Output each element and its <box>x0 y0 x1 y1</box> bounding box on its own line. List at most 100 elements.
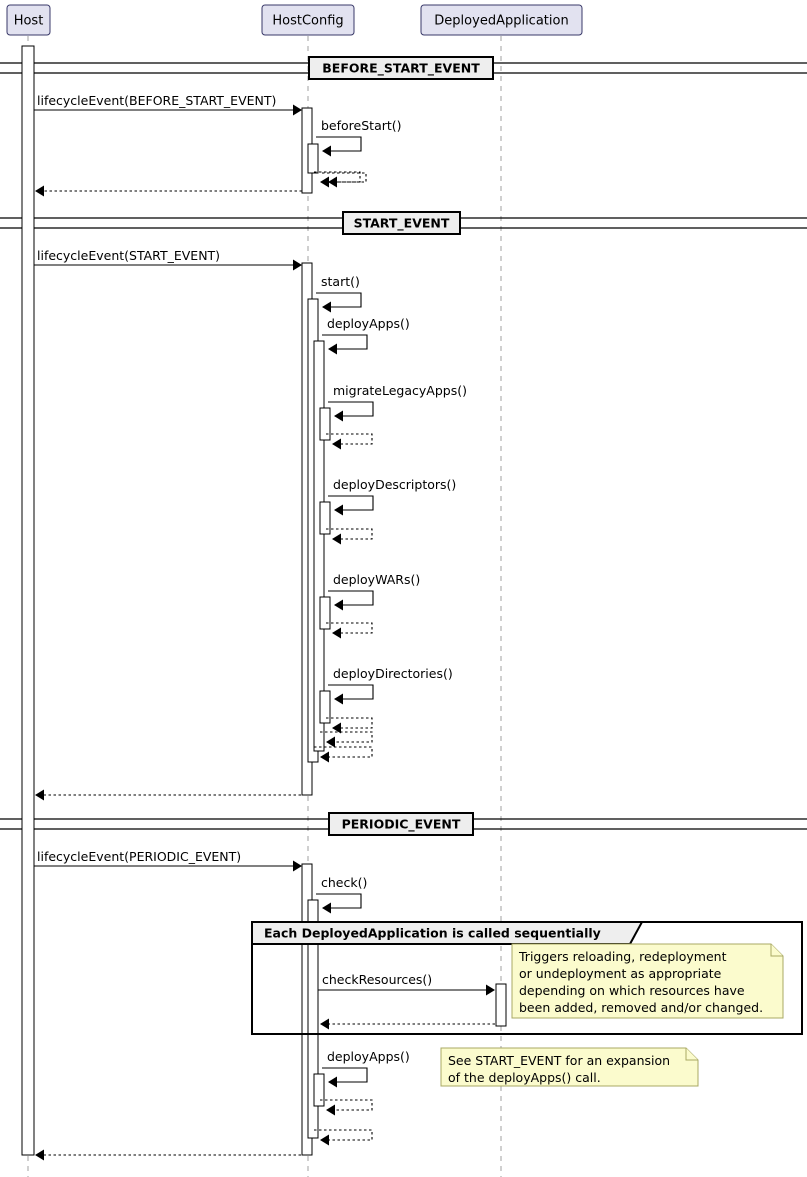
participant-host[interactable]: Host <box>6 4 51 36</box>
message-periodic-final-return <box>35 1149 301 1161</box>
participant-label: HostConfig <box>272 14 343 29</box>
group-tab-label: Each DeployedApplication is called seque… <box>264 926 601 941</box>
arrowhead <box>334 693 343 705</box>
message-label: lifecycleEvent(PERIODIC_EVENT) <box>37 849 241 864</box>
participant-hostconfig[interactable]: HostConfig <box>261 4 355 36</box>
nested-return-path <box>326 622 373 634</box>
note-line: or undeployment as appropriate <box>519 966 722 981</box>
participant-box[interactable] <box>6 4 51 36</box>
activation-bar-host <box>21 45 35 1156</box>
divider-label: PERIODIC_EVENT <box>342 817 461 833</box>
arrowhead <box>293 104 302 116</box>
nested-return-5 <box>320 731 373 748</box>
arrowhead <box>334 504 343 516</box>
arrowhead <box>322 301 331 313</box>
activation-bar-hostconfig <box>307 899 319 1139</box>
message-label: beforeStart() <box>321 118 402 133</box>
activation-bar-hostconfig <box>313 340 325 752</box>
note-body <box>440 1047 699 1087</box>
note-body <box>511 943 784 1019</box>
nested-return-path <box>326 433 373 445</box>
message-label: lifecycleEvent(BEFORE_START_EVENT) <box>37 93 276 108</box>
self-message-path <box>316 893 362 909</box>
note-0: Triggers reloading, redeployment or undep… <box>511 943 784 1019</box>
message-label: lifecycleEvent(START_EVENT) <box>37 248 220 263</box>
message-label: deployWARs() <box>333 572 420 587</box>
self-message-path <box>328 401 374 417</box>
self-return-path <box>322 172 367 183</box>
participants-layer: Host HostConfig DeployedApplication <box>6 4 583 36</box>
nested-return-path <box>326 528 373 540</box>
arrowhead <box>326 736 335 748</box>
activations-layer <box>21 45 507 1156</box>
note-fold-corner <box>685 1048 698 1061</box>
arrowhead <box>332 438 341 450</box>
activation-bar-hostconfig <box>319 407 331 441</box>
message-deploydescriptors: deployDescriptors() <box>328 477 456 516</box>
message-checkresources-return <box>320 1018 495 1030</box>
activation-bar-hostconfig <box>319 501 331 535</box>
arrowhead <box>328 343 337 355</box>
message-deployapps: deployApps() <box>322 1049 410 1088</box>
activation-bar-deployedapplication <box>495 983 507 1027</box>
arrowhead <box>35 1149 44 1161</box>
arrowhead <box>332 627 341 639</box>
self-message-path <box>322 334 368 350</box>
divider-box <box>308 56 494 80</box>
activation-bar-hostconfig <box>307 143 319 174</box>
message-label: deployApps() <box>327 316 410 331</box>
divider-before-start-event: BEFORE_START_EVENT <box>0 56 807 80</box>
arrowhead <box>332 722 341 734</box>
messages-layer: lifecycleEvent(BEFORE_START_EVENT)before… <box>34 93 495 1161</box>
activation-bar-hostconfig <box>319 690 331 724</box>
participant-box[interactable] <box>261 4 355 36</box>
note-line: See START_EVENT for an expansion <box>448 1053 670 1068</box>
self-message-path <box>316 136 362 152</box>
arrowhead <box>322 902 331 914</box>
message-start-final-return <box>35 789 301 801</box>
message-deploywars: deployWARs() <box>328 572 420 611</box>
nested-return-path <box>326 717 373 729</box>
arrowhead <box>328 1076 337 1088</box>
participant-label: DeployedApplication <box>434 14 568 29</box>
nested-return-1 <box>326 433 373 450</box>
nested-return-6 <box>314 746 373 763</box>
self-message-path <box>328 590 374 606</box>
message-deploydirectories: deployDirectories() <box>328 666 453 705</box>
activation-bar-hostconfig <box>313 1073 325 1107</box>
message-checkresources: checkResources() <box>318 972 495 996</box>
arrowhead <box>334 599 343 611</box>
message-migratelegacyapps: migrateLegacyApps() <box>328 383 467 422</box>
nested-return-7 <box>320 1099 373 1116</box>
message-check: check() <box>316 875 367 914</box>
dividers-layer: BEFORE_START_EVENT START_EVENT PERIODIC_EV… <box>0 56 807 836</box>
nested-return-path <box>320 731 373 743</box>
arrowhead <box>293 259 302 271</box>
arrowhead <box>328 176 337 188</box>
self-message-path <box>322 1067 368 1083</box>
note-line: Triggers reloading, redeployment <box>518 949 727 964</box>
divider-box <box>328 812 474 836</box>
arrowhead <box>35 185 44 197</box>
divider-start-event: START_EVENT <box>0 211 807 235</box>
note-line: depending on which resources have <box>519 983 745 998</box>
divider-periodic-event: PERIODIC_EVENT <box>0 812 807 836</box>
self-message-path <box>328 684 374 700</box>
self-message-path <box>328 495 374 511</box>
nested-return-4 <box>326 717 373 734</box>
arrowhead <box>326 1104 335 1116</box>
message-lifecycleeventstart_event: lifecycleEvent(START_EVENT) <box>34 248 302 271</box>
arrowhead <box>320 1018 329 1030</box>
divider-box <box>342 211 461 235</box>
message-label: migrateLegacyApps() <box>333 383 467 398</box>
arrowhead <box>332 533 341 545</box>
arrowhead <box>293 860 302 872</box>
nested-return-3 <box>326 622 373 639</box>
participant-deployedapplication[interactable]: DeployedApplication <box>420 4 583 36</box>
message-label: deployDescriptors() <box>333 477 456 492</box>
message-beforestart: beforeStart() <box>316 118 402 157</box>
message-lifecycleeventbefore_start_event: lifecycleEvent(BEFORE_START_EVENT) <box>34 93 302 116</box>
arrowhead <box>322 145 331 157</box>
participant-box[interactable] <box>420 4 583 36</box>
